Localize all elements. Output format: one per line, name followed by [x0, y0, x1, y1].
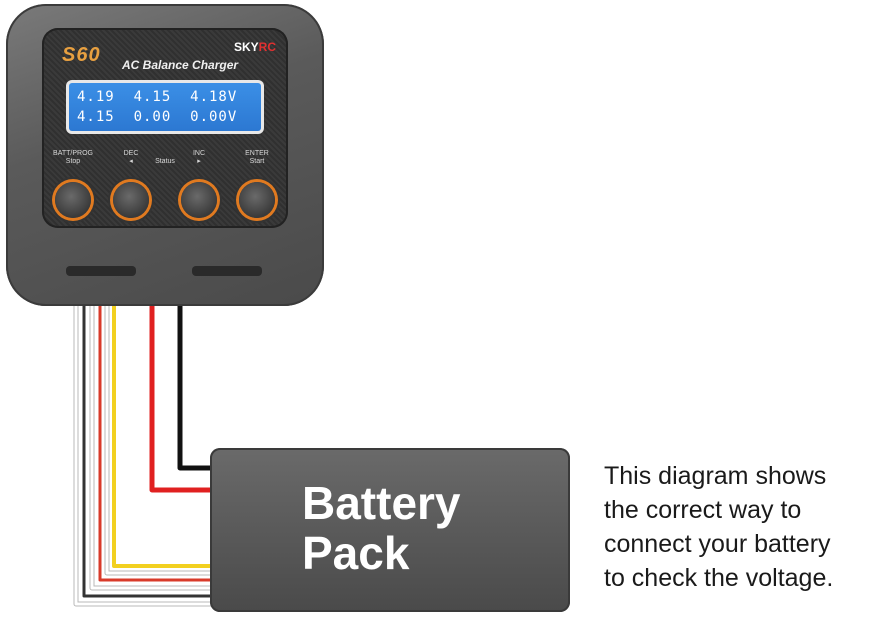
- lcd-line-2: 4.15 0.00 0.00V: [77, 109, 238, 125]
- batt-prog-stop-button[interactable]: [55, 182, 91, 218]
- skyrc-logo-rc: RC: [258, 40, 276, 54]
- caption-line-1: This diagram shows: [604, 462, 827, 490]
- balance-wire-white-inner: [104, 306, 212, 576]
- inc-label-bottom: ▸: [197, 158, 201, 165]
- charger-model-logo: S60: [62, 44, 101, 66]
- vent-left: [66, 266, 136, 276]
- main-wire-red: [149, 306, 212, 493]
- enter-label-bottom: Start: [249, 158, 265, 165]
- lcd-line-1: 4.19 4.15 4.18V: [77, 89, 238, 105]
- enter-label-top: ENTER: [245, 150, 269, 157]
- inc-label: INC ▸: [174, 150, 224, 166]
- button-labels: BATT/PROG Stop DEC ◂ Status INC ▸ ENTER …: [42, 150, 288, 174]
- vent-right: [192, 266, 262, 276]
- enter-label: ENTER Start: [232, 150, 282, 166]
- lcd-screen: 4.19 4.15 4.18V 4.15 0.00 0.00V: [69, 83, 261, 131]
- status-label: Status: [155, 158, 175, 165]
- balance-wire-white-outer-core: [74, 306, 212, 606]
- caption-line-3: connect your battery: [604, 530, 831, 558]
- balance-wire-red: [98, 306, 212, 582]
- caption-line-4: to check the voltage.: [604, 564, 834, 592]
- dec-label: DEC ◂: [106, 150, 156, 166]
- dec-button[interactable]: [113, 182, 149, 218]
- battery-label-line-1: Battery: [302, 477, 461, 529]
- balance-wire-white-mid-core: [90, 306, 212, 590]
- battery-label-line-2: Pack: [302, 527, 410, 579]
- charger-buttons: [42, 178, 288, 222]
- balance-wire-black: [82, 306, 212, 598]
- lcd-display: 4.19 4.15 4.18V 4.15 0.00 0.00V: [66, 80, 264, 134]
- skyrc-logo-sky: SKY: [233, 40, 259, 54]
- caption-line-2: the correct way to: [604, 496, 802, 524]
- battery-pack: Battery Pack: [210, 448, 570, 612]
- inc-button[interactable]: [181, 182, 217, 218]
- main-wire-black: [177, 306, 212, 471]
- balance-wire-yellow: [112, 306, 212, 568]
- charger-face-panel: S60 SKYRC AC Balance Charger 4.19 4.15 4…: [42, 28, 288, 228]
- charger-device: S60 SKYRC AC Balance Charger 4.19 4.15 4…: [6, 4, 324, 306]
- inc-label-top: INC: [192, 150, 206, 157]
- dec-label-top: DEC: [123, 150, 139, 157]
- dec-label-bottom: ◂: [129, 158, 133, 165]
- balance-wire-white-outer: [73, 306, 212, 607]
- batt-prog-label-bottom: Stop: [65, 158, 81, 165]
- batt-prog-label-top: BATT/PROG: [53, 150, 93, 157]
- batt-prog-label: BATT/PROG Stop: [48, 150, 98, 166]
- balance-wire-white-inner-core: [105, 306, 212, 575]
- diagram-caption: This diagram shows the correct way to co…: [604, 459, 888, 595]
- enter-start-button[interactable]: [239, 182, 275, 218]
- charger-subtitle: AC Balance Charger: [122, 58, 239, 72]
- battery-pack-label: Battery Pack: [302, 478, 461, 578]
- skyrc-logo: SKYRC: [234, 40, 276, 54]
